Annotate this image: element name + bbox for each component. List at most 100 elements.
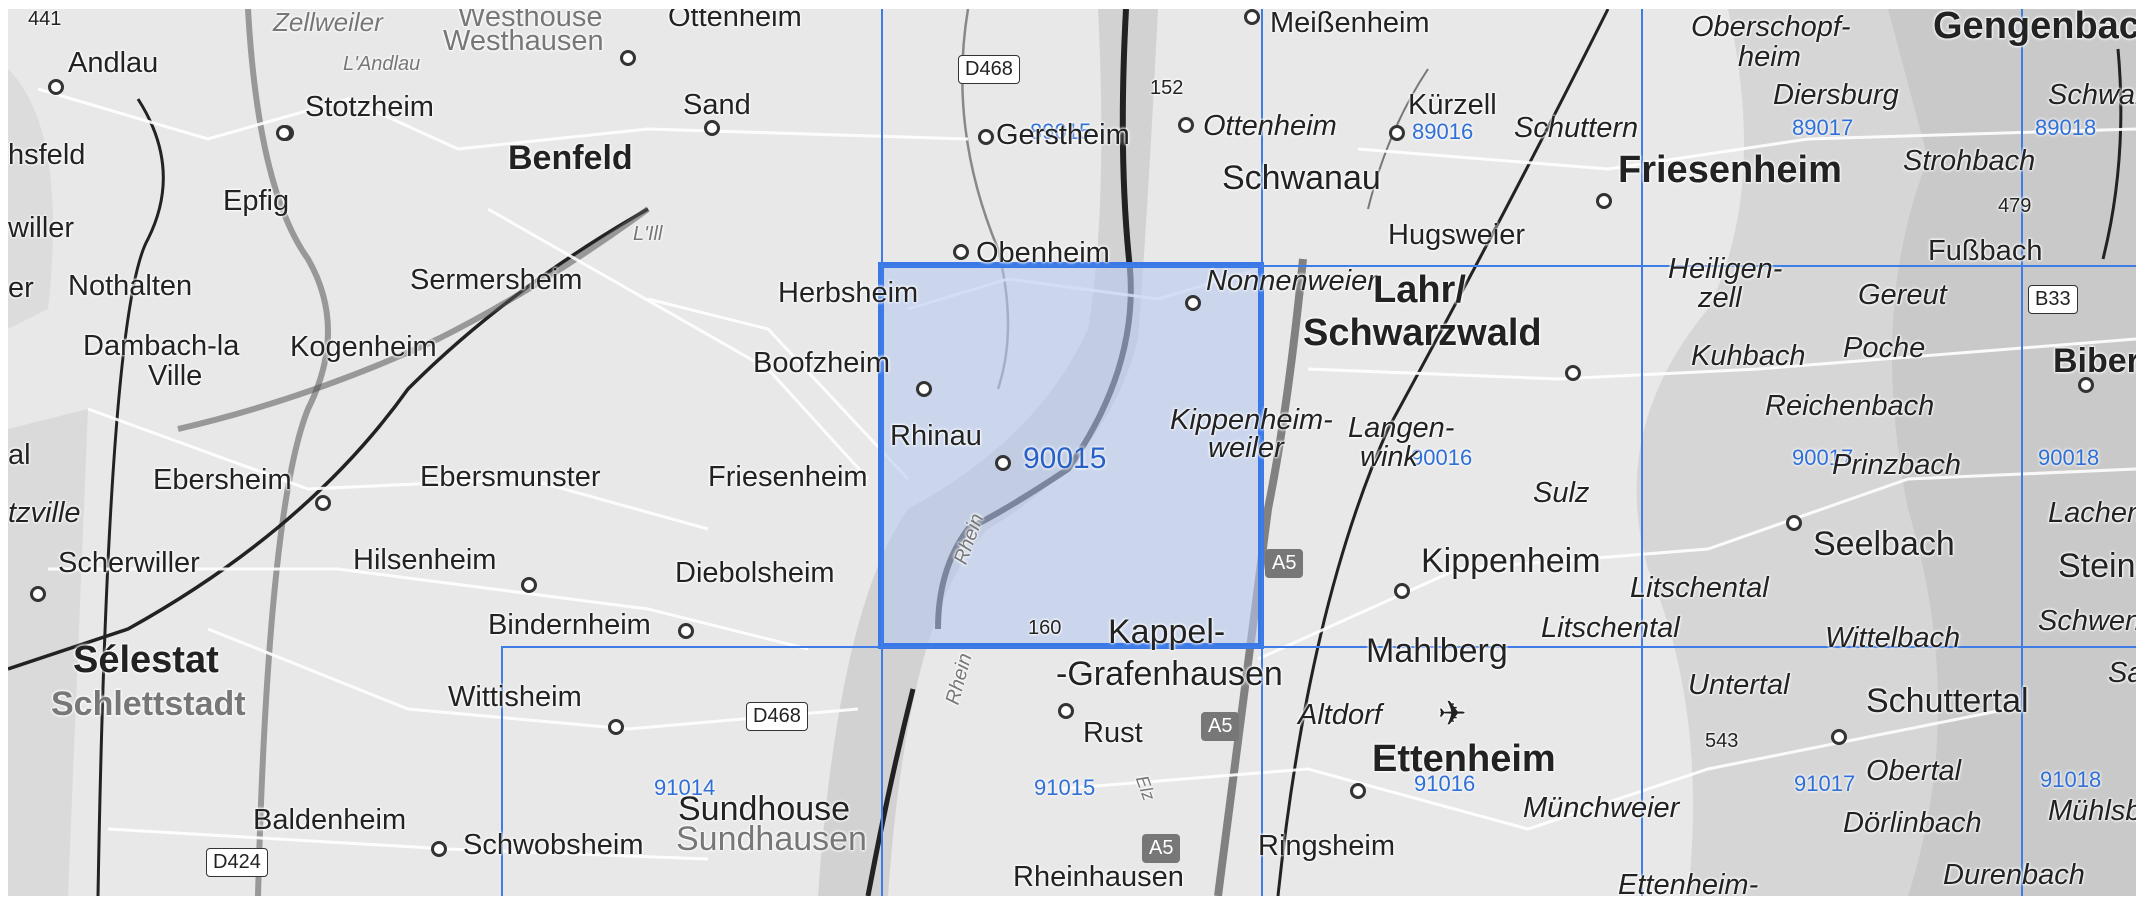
road-shield: A5	[1201, 712, 1240, 741]
place-label: Sulz	[1533, 477, 1590, 509]
place-label: Mahlberg	[1366, 632, 1508, 670]
place-label: Rhinau	[890, 420, 982, 452]
place-label: Biberach	[2053, 342, 2136, 380]
road-shield: D468	[958, 55, 1020, 84]
grid-line	[2021, 9, 2023, 896]
grid-line	[501, 646, 503, 896]
place-label: Durenbach	[1943, 859, 2085, 891]
place-label: Sélestat	[73, 639, 219, 681]
tile-91018[interactable]: 91018	[2040, 767, 2102, 792]
place-label: Ettenheim	[1372, 738, 1556, 780]
place-label: Obertal	[1866, 755, 1962, 787]
tile-89015[interactable]: 89015	[1030, 119, 1092, 144]
place-label: Friesenheim	[708, 461, 868, 493]
place-label: Sundhouse	[678, 790, 851, 828]
place-marker	[1185, 295, 1201, 311]
tile-90016[interactable]: 90016	[1411, 445, 1473, 470]
place-label: Reichenbach	[1765, 390, 1935, 422]
place-label: Gereut	[1858, 279, 1947, 311]
place-label: Stotzheim	[305, 91, 434, 123]
place-label: Westhausen	[443, 25, 604, 57]
place-marker	[1350, 783, 1366, 799]
place-label: Herbsheim	[778, 277, 919, 309]
place-label: Altdorf	[1298, 699, 1382, 731]
place-label: Ringsheim	[1258, 830, 1395, 862]
place-marker	[315, 495, 331, 511]
elevation: 479	[1998, 195, 2032, 217]
place-marker	[1596, 193, 1612, 209]
place-label: Schuttern	[1514, 112, 1639, 144]
place-label: Diersburg	[1773, 79, 1899, 111]
rhine-floodplain	[818, 9, 1158, 896]
place-label: Kogenheim	[290, 331, 437, 363]
place-marker	[1786, 515, 1802, 531]
tile-91014[interactable]: 91014	[654, 775, 716, 800]
place-label: Rust	[1083, 717, 1143, 749]
place-label: Lachen	[2048, 497, 2136, 529]
tile-90017[interactable]: 90017	[1792, 445, 1854, 470]
place-label: -Grafenhausen	[1056, 655, 1283, 693]
place-label: Schwobsheim	[463, 829, 644, 861]
place-label: Ville	[148, 360, 203, 392]
road-shield: A5	[1265, 549, 1304, 578]
place-label: Schlettstadt	[51, 685, 246, 723]
place-label: Steinac	[2058, 547, 2136, 585]
place-marker	[1565, 365, 1581, 381]
place-marker	[953, 244, 969, 260]
place-label: Litschental	[1630, 572, 1769, 604]
map-viewport[interactable]: 89015 89016 89017 89018 90015 90016 9001…	[8, 9, 2136, 896]
place-marker	[1831, 729, 1847, 745]
place-marker	[276, 125, 292, 141]
place-label: Ebersmunster	[420, 461, 601, 493]
place-label: tzville	[8, 497, 81, 529]
place-label: Meißenheim	[1270, 9, 1430, 39]
place-label: hsfeld	[8, 139, 86, 171]
tile-91017[interactable]: 91017	[1794, 771, 1856, 796]
place-label: Diebolsheim	[675, 557, 835, 589]
place-label: Ettenheim-	[1618, 869, 1759, 897]
tile-91016[interactable]: 91016	[1414, 771, 1476, 796]
elevation: 543	[1705, 730, 1739, 752]
place-marker	[1389, 125, 1405, 141]
place-label: Poche	[1843, 332, 1926, 364]
place-label: Heiligen-	[1668, 253, 1783, 285]
elevation: 160	[1028, 617, 1062, 639]
tile-91015[interactable]: 91015	[1034, 775, 1096, 800]
place-label: Strohbach	[1903, 145, 2036, 177]
place-label: Zellweiler	[273, 9, 383, 37]
road-shield: B33	[2028, 285, 2078, 314]
place-label: wink	[1360, 441, 1419, 473]
tile-89017[interactable]: 89017	[1792, 115, 1854, 140]
place-label: Schwaib	[2048, 79, 2136, 111]
airfield-icon: ✈	[1438, 695, 1467, 733]
place-label: er	[8, 272, 34, 304]
road-shield: D424	[206, 848, 268, 877]
place-label: Fußbach	[1928, 235, 2043, 267]
motorway-a5	[1214, 258, 1307, 896]
place-label: Kappel-	[1108, 613, 1226, 651]
tile-90018[interactable]: 90018	[2038, 445, 2100, 470]
place-marker	[704, 120, 720, 136]
tile-90015[interactable]: 90015	[1023, 442, 1107, 475]
tile-89018[interactable]: 89018	[2035, 115, 2097, 140]
place-label: weiler	[1208, 432, 1284, 464]
place-label: Westhouse	[458, 9, 603, 33]
place-marker	[521, 577, 537, 593]
place-label: Dörlinbach	[1843, 807, 1982, 839]
place-marker	[1058, 703, 1074, 719]
place-label: Hilsenheim	[353, 544, 497, 576]
place-marker	[978, 129, 994, 145]
place-label: Nothalten	[68, 270, 193, 302]
map-base-layer	[8, 9, 2136, 896]
place-label: Bindernheim	[488, 609, 651, 641]
tile-89016[interactable]: 89016	[1412, 119, 1474, 144]
place-marker	[1244, 9, 1260, 25]
place-marker	[678, 623, 694, 639]
place-label: al	[8, 439, 31, 471]
place-label: Obenheim	[976, 237, 1110, 269]
place-label: Mühlsb	[2048, 795, 2136, 827]
place-label: Untertal	[1688, 669, 1790, 701]
grid-line	[1261, 9, 1263, 896]
place-label: Kürzell	[1408, 89, 1497, 121]
place-label: heim	[1738, 41, 1801, 73]
